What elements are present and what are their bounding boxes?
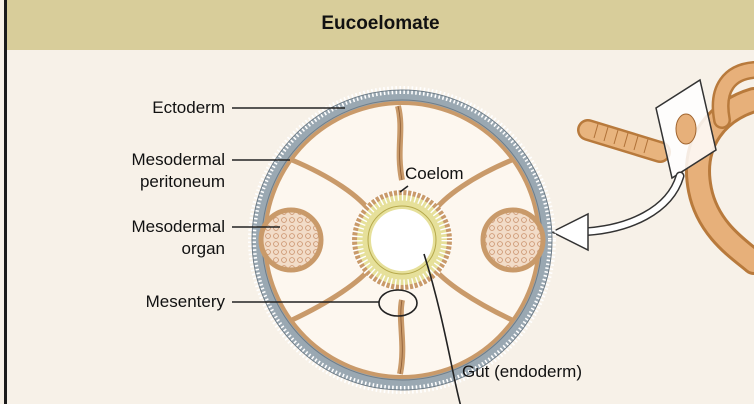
gut-lumen xyxy=(371,209,433,271)
label-coelom: Coelom xyxy=(405,164,464,184)
cross-section xyxy=(252,90,552,390)
label-mesentery: Mesentery xyxy=(40,292,225,312)
label-mesodermal-organ-line1: Mesodermal xyxy=(40,217,225,237)
pointer-arrow xyxy=(552,176,680,250)
earthworm-illustration xyxy=(588,70,754,262)
mesodermal-organ-left xyxy=(261,210,321,270)
label-mesodermal-peritoneum-line2: peritoneum xyxy=(40,172,225,192)
label-gut: Gut (endoderm) xyxy=(462,362,582,382)
label-mesodermal-peritoneum-line1: Mesodermal xyxy=(40,150,225,170)
label-mesodermal-organ-line2: organ xyxy=(40,239,225,259)
label-ectoderm: Ectoderm xyxy=(60,98,225,118)
mesodermal-organ-right xyxy=(483,210,543,270)
